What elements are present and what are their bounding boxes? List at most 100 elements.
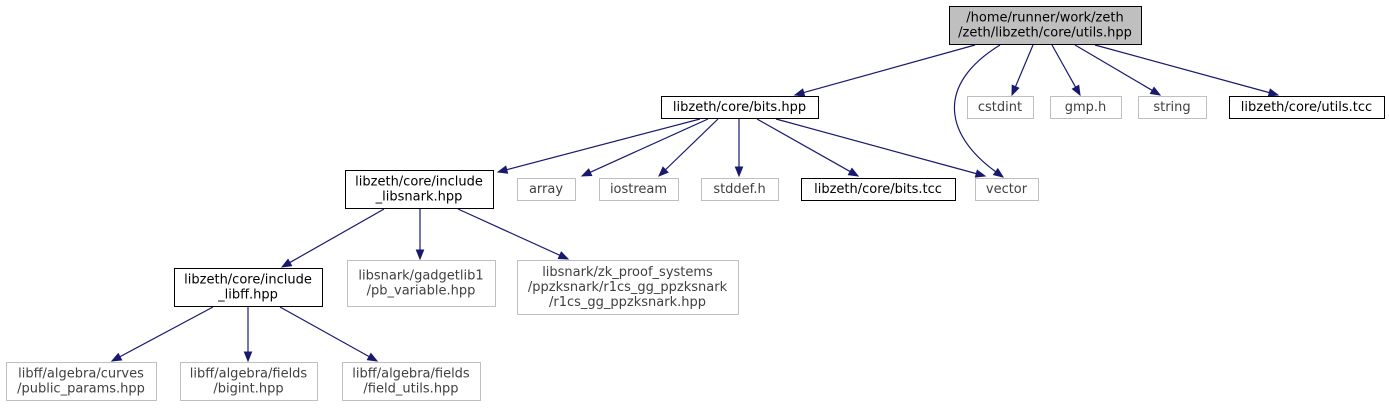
node-label-line: libff/algebra/fields [352, 367, 470, 382]
arrowhead [415, 249, 425, 261]
node-vector: vector [975, 178, 1039, 201]
edge-include_libff-to-bigint [243, 307, 253, 363]
node-box [661, 96, 819, 119]
node-box [975, 178, 1039, 201]
edge-line [1074, 44, 1153, 91]
node-label-line: libzeth/core/include [184, 273, 312, 288]
node-string: string [1138, 96, 1207, 119]
node-box [701, 178, 779, 201]
node-label-line: /zeth/libzeth/core/utils.hpp [958, 26, 1132, 41]
node-include-libsnark[interactable]: libzeth/core/include_libsnark.hpp [345, 170, 494, 209]
node-label-line: iostream [610, 182, 667, 197]
node-label-line: /ppzksnark/r1cs_gg_ppzksnark [528, 280, 728, 295]
edge-line [803, 44, 976, 94]
edge-utils_hpp-to-utils_tcc [1094, 44, 1280, 97]
node-label-line: array [529, 182, 563, 197]
arrowhead [110, 352, 123, 362]
node-box [345, 170, 494, 209]
node-cstdint: cstdint [967, 96, 1034, 119]
node-label-line: string [1153, 100, 1190, 115]
edge-line [457, 208, 561, 256]
edge-line [953, 44, 1001, 173]
node-box [180, 362, 318, 401]
edge-bits_hpp-to-include_libsnark [496, 118, 701, 174]
node-label-line: cstdint [978, 100, 1022, 115]
edge-line [279, 306, 370, 358]
edge-include_libsnark-to-pb_variable [415, 209, 425, 261]
edge-include_libsnark-to-include_libff [280, 208, 385, 268]
arrowhead [496, 165, 509, 174]
node-bits-hpp[interactable]: libzeth/core/bits.hpp [661, 96, 819, 119]
node-utils-tcc[interactable]: libzeth/core/utils.tcc [1229, 96, 1385, 119]
node-public-params: libff/algebra/curves/public_params.hpp [6, 362, 157, 401]
node-box [967, 96, 1034, 119]
arrowhead [1011, 84, 1020, 97]
edge-line [775, 118, 977, 175]
node-box [342, 362, 481, 401]
node-box [517, 260, 739, 315]
node-label-line: libsnark/gadgetlib1 [358, 269, 483, 284]
edge-line [506, 118, 701, 171]
node-label-line: /pb_variable.hpp [367, 284, 476, 299]
node-box [517, 178, 576, 201]
edge-line [119, 306, 214, 358]
node-gmp-h: gmp.h [1050, 96, 1122, 119]
node-label-line: libzeth/core/bits.tcc [814, 182, 942, 197]
node-box [174, 268, 323, 307]
edge-utils_hpp-to-vector [953, 44, 1005, 178]
edge-line [1051, 44, 1077, 88]
node-label-line: libzeth/core/utils.tcc [1241, 100, 1372, 115]
node-label-line: /field_utils.hpp [363, 382, 458, 397]
node-label-line: gmp.h [1065, 100, 1107, 115]
node-box [599, 178, 679, 201]
edge-utils_hpp-to-string [1074, 44, 1162, 96]
node-box [347, 260, 496, 307]
node-pb-variable: libsnark/gadgetlib1/pb_variable.hpp [347, 260, 496, 307]
node-iostream: iostream [599, 178, 679, 201]
node-label-line: libzeth/core/bits.hpp [673, 100, 806, 115]
edge-line [1094, 44, 1270, 94]
node-bits-tcc[interactable]: libzeth/core/bits.tcc [801, 178, 956, 201]
node-field-utils: libff/algebra/fields/field_utils.hpp [342, 362, 481, 401]
edge-utils_hpp-to-cstdint [1011, 44, 1034, 97]
arrowhead [366, 352, 379, 362]
node-utils-hpp[interactable]: /home/runner/work/zeth/zeth/libzeth/core… [949, 6, 1142, 45]
edge-line [756, 118, 851, 173]
arrowhead [658, 166, 669, 177]
node-label-line: /r1cs_gg_ppzksnark.hpp [549, 295, 706, 310]
edge-line [589, 118, 709, 173]
nodes-layer: /home/runner/work/zeth/zeth/libzeth/core… [6, 6, 1385, 401]
node-include-libff[interactable]: libzeth/core/include_libff.hpp [174, 268, 323, 307]
arrowhead [557, 251, 570, 260]
edge-bits_hpp-to-stddef_h [734, 119, 744, 178]
node-bigint: libff/algebra/fields/bigint.hpp [180, 362, 318, 401]
edge-utils_hpp-to-bits_hpp [793, 44, 976, 97]
node-label-line: libsnark/zk_proof_systems [542, 265, 713, 280]
arrowhead [974, 169, 987, 178]
node-label-line: vector [986, 182, 1028, 197]
arrowhead [793, 88, 806, 97]
edges-layer [110, 44, 1280, 363]
edge-bits_hpp-to-vector [775, 118, 987, 178]
edge-line [289, 208, 385, 264]
node-box [1138, 96, 1207, 119]
node-array: array [517, 178, 576, 201]
node-label-line: /home/runner/work/zeth [966, 11, 1123, 26]
arrowhead [847, 167, 860, 177]
node-label-line: stddef.h [713, 182, 765, 197]
node-label-line: /public_params.hpp [17, 382, 145, 397]
arrowhead [280, 258, 293, 268]
edge-line [665, 118, 719, 171]
arrowhead [1149, 86, 1162, 96]
edge-include_libsnark-to-r1cs_gg_ppzksnark [457, 208, 570, 260]
edge-include_libff-to-field_utils [279, 306, 379, 362]
node-box [801, 178, 956, 201]
node-r1cs-gg-ppzksnark: libsnark/zk_proof_systems/ppzksnark/r1cs… [517, 260, 739, 315]
edge-utils_hpp-to-gmp_h [1051, 44, 1081, 97]
node-box [1229, 96, 1385, 119]
arrowhead [1071, 84, 1081, 97]
edge-line [1014, 44, 1034, 87]
arrowhead [1267, 88, 1280, 97]
arrowhead [243, 351, 253, 363]
